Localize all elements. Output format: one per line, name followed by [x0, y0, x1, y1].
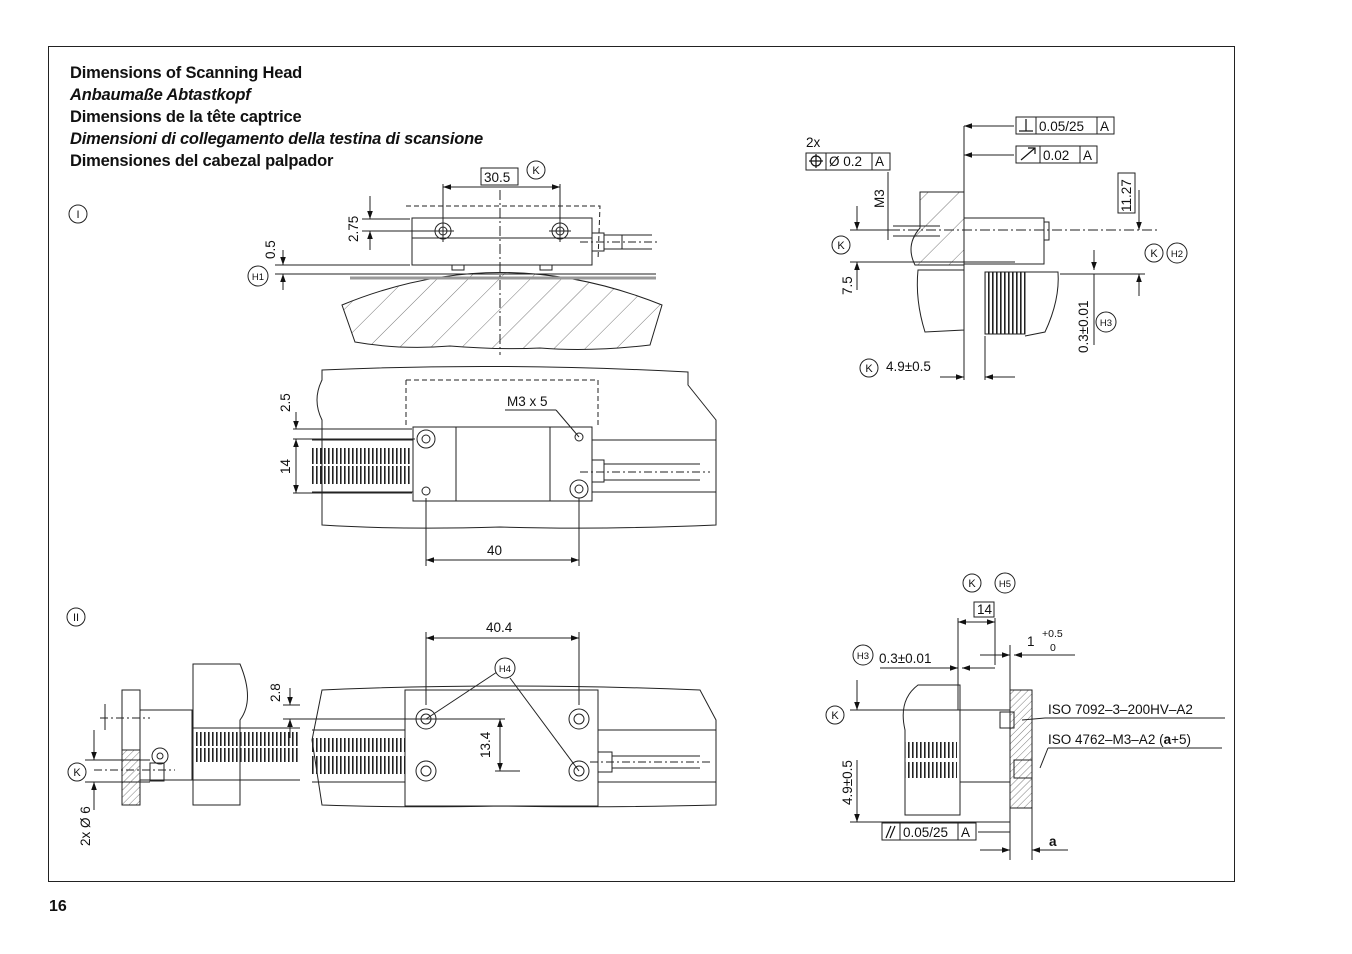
iso-screw: ISO 4762–M3–A2 (a+5) — [1048, 732, 1191, 747]
dim-2-5: 2.5 — [278, 393, 293, 412]
ref-k-circle — [67, 762, 87, 782]
parallelism-tolerance: 0.05/25 — [903, 825, 948, 840]
ref-h4-label: H4 — [499, 664, 511, 675]
ref-k-label: K — [73, 767, 81, 779]
dim-0-3: 0.3±0.01 — [879, 651, 931, 666]
dim-a: a — [1049, 834, 1057, 849]
perpendicularity-tolerance: 0.05/25 — [1039, 119, 1084, 134]
ref-h5-label: H5 — [999, 579, 1011, 590]
title-italian: Dimensioni di collegamento della testina… — [70, 130, 484, 148]
ref-h2-label: H2 — [1171, 249, 1183, 260]
ref-h3-circle — [1095, 311, 1117, 333]
dim-14: 14 — [977, 602, 993, 617]
ref-h2-circle — [1166, 242, 1188, 264]
title-german: Anbaumaße Abtastkopf — [70, 86, 251, 104]
hole-2x-d6: 2x Ø 6 — [78, 806, 93, 846]
dim-13-4: 13.4 — [478, 731, 493, 758]
dim-7-5: 7.5 — [840, 276, 855, 295]
ref-h4-circle — [494, 657, 516, 679]
perpendicularity-icon — [1019, 119, 1033, 132]
view-two-top — [283, 632, 717, 808]
count-2x: 2x — [806, 135, 821, 150]
ref-h5-circle — [994, 572, 1016, 594]
parallelism-icon — [885, 825, 896, 839]
datum-a: A — [1083, 148, 1092, 163]
right-bottom-view — [850, 618, 1225, 860]
view-two-marker — [66, 607, 86, 627]
ref-k-label: K — [968, 578, 976, 590]
view-two-label: II — [73, 612, 79, 624]
view-one-side — [275, 184, 663, 355]
view-one-label: I — [76, 209, 79, 221]
ref-k-label: K — [1150, 248, 1158, 260]
ref-k-circle — [831, 235, 851, 255]
dim-2-8: 2.8 — [268, 683, 283, 702]
title-english: Dimensions of Scanning Head — [70, 64, 303, 82]
ref-k-circle — [825, 705, 845, 725]
datum-a: A — [1100, 119, 1109, 134]
ref-k-circle — [859, 358, 879, 378]
dim-0-5: 0.5 — [263, 240, 278, 259]
view-two-side — [85, 663, 300, 810]
thread-m3x5: M3 x 5 — [507, 394, 548, 409]
dim-40: 40 — [487, 543, 502, 558]
ref-k-label: K — [865, 363, 873, 375]
position-tolerance: Ø 0.2 — [829, 154, 862, 169]
ref-h1-circle — [247, 265, 269, 287]
position-tolerance-icon — [809, 154, 823, 168]
drawing-frame — [48, 46, 1235, 882]
view-one-marker — [68, 204, 88, 224]
ref-k-circle — [526, 160, 546, 180]
dim-4-9: 4.9±0.5 — [886, 359, 931, 374]
dim-0-3: 0.3±0.01 — [1076, 301, 1091, 353]
thread-m3: M3 — [872, 189, 887, 208]
runout-tolerance: 0.02 — [1043, 148, 1069, 163]
tolerance-zero: 0 — [1050, 642, 1056, 654]
ref-k-circle — [1144, 243, 1164, 263]
dim-11-27: 11.27 — [1119, 179, 1134, 212]
ref-k-circle — [962, 573, 982, 593]
right-top-view — [850, 123, 1160, 380]
datum-a: A — [875, 154, 884, 169]
runout-icon — [1020, 147, 1036, 161]
ref-k-label: K — [532, 165, 540, 177]
tolerance-plus: +0.5 — [1042, 628, 1063, 640]
dim-2-75: 2.75 — [346, 216, 361, 242]
ref-k-label: K — [831, 710, 839, 722]
view-one-top — [293, 365, 717, 566]
dim-40-4: 40.4 — [486, 620, 513, 635]
ref-h1-label: H1 — [252, 272, 264, 283]
title-spanish: Dimensiones del cabezal palpador — [70, 152, 334, 170]
ref-h3-label: H3 — [857, 651, 869, 662]
datum-a: A — [961, 825, 970, 840]
dim-30-5: 30.5 — [484, 170, 510, 185]
dim-1: 1 — [1027, 634, 1035, 649]
dim-4-9: 4.9±0.5 — [840, 760, 855, 805]
dim-14: 14 — [278, 458, 293, 474]
title-block: Dimensions of Scanning Head Anbaumaße Ab… — [70, 62, 483, 172]
title-french: Dimensions de la tête captrice — [70, 108, 302, 126]
ref-h3-circle — [852, 644, 874, 666]
page-number: 16 — [49, 898, 67, 915]
ref-k-label: K — [837, 240, 845, 252]
iso-washer: ISO 7092–3–200HV–A2 — [1048, 702, 1193, 717]
ref-h3-label: H3 — [1100, 318, 1112, 329]
